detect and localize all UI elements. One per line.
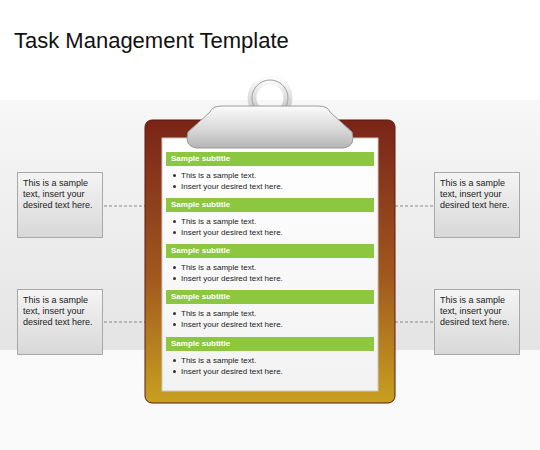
bullet-text: Insert your desired text here.	[166, 366, 374, 377]
note-text: This is a sample text, insert your desir…	[23, 295, 97, 328]
diagram-title: Task Management Template	[14, 28, 289, 54]
bullet-text: Insert your desired text here.	[166, 319, 374, 330]
section-subtitle: Sample subtitle	[166, 198, 374, 212]
note-box: This is a sample text, insert your desir…	[434, 289, 520, 355]
clip-body	[187, 106, 353, 148]
bullet-text: This is a sample text.	[166, 216, 374, 227]
note-box: This is a sample text, insert your desir…	[434, 172, 520, 238]
note-text: This is a sample text, insert your desir…	[23, 178, 97, 211]
bullet-text: Insert your desired text here.	[166, 273, 374, 284]
task-section: Sample subtitleThis is a sample text.Ins…	[166, 244, 374, 284]
section-subtitle: Sample subtitle	[166, 152, 374, 166]
task-section: Sample subtitleThis is a sample text.Ins…	[166, 152, 374, 192]
bullet-text: Insert your desired text here.	[166, 227, 374, 238]
task-section: Sample subtitleThis is a sample text.Ins…	[166, 198, 374, 238]
task-section: Sample subtitleThis is a sample text.Ins…	[166, 290, 374, 330]
bullet-text: This is a sample text.	[166, 262, 374, 273]
bullet-text: This is a sample text.	[166, 308, 374, 319]
task-section: Sample subtitleThis is a sample text.Ins…	[166, 337, 374, 377]
paper-sheet	[162, 138, 378, 391]
bullet-text: This is a sample text.	[166, 170, 374, 181]
note-text: This is a sample text, insert your desir…	[440, 295, 514, 328]
note-text: This is a sample text, insert your desir…	[440, 178, 514, 211]
bullet-text: This is a sample text.	[166, 355, 374, 366]
section-subtitle: Sample subtitle	[166, 244, 374, 258]
note-box: This is a sample text, insert your desir…	[17, 172, 103, 238]
clipboard-board	[145, 120, 395, 403]
section-subtitle: Sample subtitle	[166, 337, 374, 351]
section-subtitle: Sample subtitle	[166, 290, 374, 304]
note-box: This is a sample text, insert your desir…	[17, 289, 103, 355]
bullet-text: Insert your desired text here.	[166, 181, 374, 192]
